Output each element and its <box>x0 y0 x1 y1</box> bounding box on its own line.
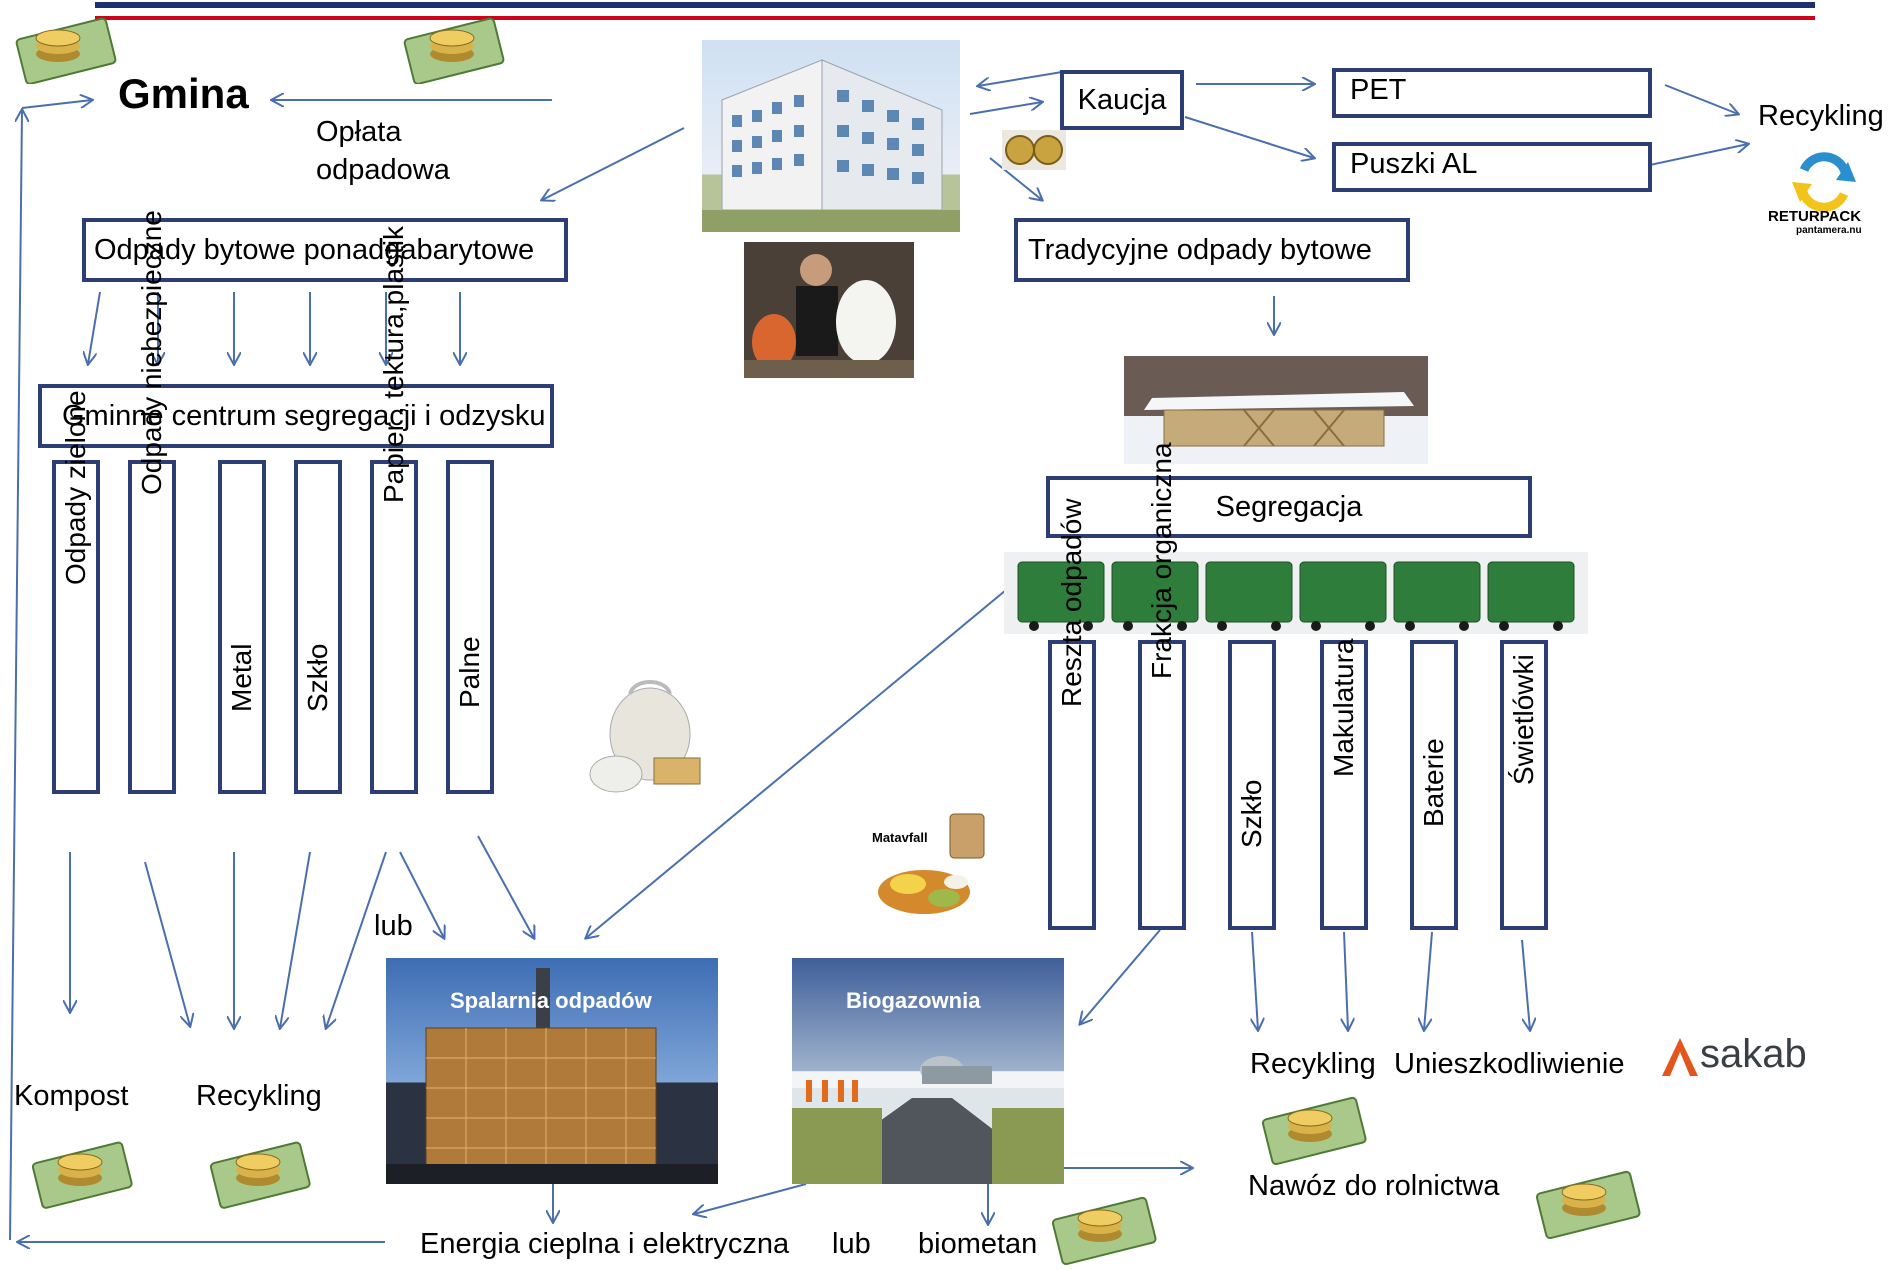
right-fraction-residual: Reszta odpadów <box>1048 499 1096 930</box>
header-line-red <box>95 16 1815 20</box>
fraction-label: Makulatura <box>1328 638 1359 778</box>
garbage-bag-icon <box>589 680 701 793</box>
right-fraction-organic: Frakcja organiczna <box>1138 443 1186 930</box>
returpack-text: RETURPACK <box>1768 208 1862 225</box>
fraction-label: Szkło <box>1236 779 1267 848</box>
left-fraction-combustible: Palne <box>446 460 494 794</box>
traditional-waste-box: Tradycyjne odpady bytowe <box>1014 218 1410 282</box>
fraction-label: Papier , tektura,plastik <box>378 225 409 503</box>
kaucja-box: Kaucja <box>1060 70 1184 130</box>
fraction-label: Odpady zielone <box>60 390 91 586</box>
left-fraction-paper-plastic: Papier , tektura,plastik <box>370 226 418 794</box>
right-fraction-batteries: Baterie <box>1410 640 1458 930</box>
fraction-label: Baterie <box>1418 738 1449 828</box>
gmina-label: Gmina <box>118 70 249 117</box>
biogas-caption: Biogazownia <box>846 988 981 1013</box>
incinerator-caption: Spalarnia odpadów <box>450 988 652 1013</box>
oplata-label-line1: Opłata <box>316 116 402 148</box>
segregation-box: Segregacja <box>1046 476 1532 538</box>
left-fraction-hazardous: Odpady niebezpieczne <box>128 210 176 794</box>
oplata-label-line2: odpadowa <box>316 154 450 186</box>
energia-label: Energia cieplna i elektryczna <box>420 1228 790 1260</box>
money-icon <box>1051 1196 1157 1266</box>
sakab-flame-icon <box>1662 1038 1698 1076</box>
lub-mid-label: lub <box>374 910 413 942</box>
fraction-label: Palne <box>454 636 485 709</box>
nawoz-label: Nawóz do rolnictwa <box>1248 1170 1500 1202</box>
municipal-center-box: Gminne centrum segregacji i odzysku <box>38 384 554 448</box>
money-icon <box>209 1141 311 1209</box>
right-fraction-bulbs: Świetlówki <box>1500 640 1548 930</box>
puszki-box: Puszki AL <box>1332 142 1652 192</box>
header-line-blue <box>95 2 1815 8</box>
returpack-logo-icon <box>1792 152 1856 212</box>
lub-bottom-label: lub <box>832 1228 871 1260</box>
biogas-plant-photo <box>792 958 1064 1184</box>
fraction-label: Odpady niebezpieczne <box>136 210 167 496</box>
money-icon <box>403 17 505 84</box>
left-fraction-glass: Szkło <box>294 460 342 794</box>
returpack-subtext: pantamera.nu <box>1796 225 1862 236</box>
bulky-waste-box: Odpady bytowe ponadgabarytowe <box>82 218 568 282</box>
money-icon <box>1261 1096 1367 1166</box>
pet-box: PET <box>1332 68 1652 118</box>
right-fraction-glass: Szkło <box>1228 640 1276 930</box>
apartment-building-photo <box>702 40 960 232</box>
food-waste-icon <box>878 813 985 914</box>
coins-icon <box>1002 130 1066 170</box>
man-with-bags-photo <box>744 242 914 378</box>
money-icon <box>31 1141 133 1209</box>
incinerator-photo <box>386 958 718 1184</box>
fraction-label: Szkło <box>302 643 333 712</box>
biometan-label: biometan <box>918 1228 1038 1260</box>
recycling-station-photo <box>1124 356 1428 464</box>
kompost-label: Kompost <box>14 1080 129 1112</box>
recykling-right-label: Recykling <box>1250 1048 1376 1080</box>
left-fraction-metal: Metal <box>218 460 266 794</box>
money-icon <box>15 17 117 84</box>
fraction-label: Frakcja organiczna <box>1146 442 1177 680</box>
green-bins-photo <box>1004 552 1588 634</box>
recykling-top-label: Recykling <box>1758 100 1884 132</box>
money-icon <box>1535 1170 1641 1240</box>
fraction-label: Świetlówki <box>1508 654 1539 786</box>
fraction-label: Metal <box>226 643 257 712</box>
fraction-label: Reszta odpadów <box>1056 498 1087 708</box>
right-fraction-paper: Makulatura <box>1320 638 1368 930</box>
left-fraction-green-waste: Odpady zielone <box>52 391 100 794</box>
matavfall-label: Matavfall <box>872 830 928 845</box>
recykling-left-label: Recykling <box>196 1080 322 1112</box>
sakab-logo-text: sakab <box>1700 1032 1807 1076</box>
unieszkodliwienie-label: Unieszkodliwienie <box>1394 1048 1625 1080</box>
